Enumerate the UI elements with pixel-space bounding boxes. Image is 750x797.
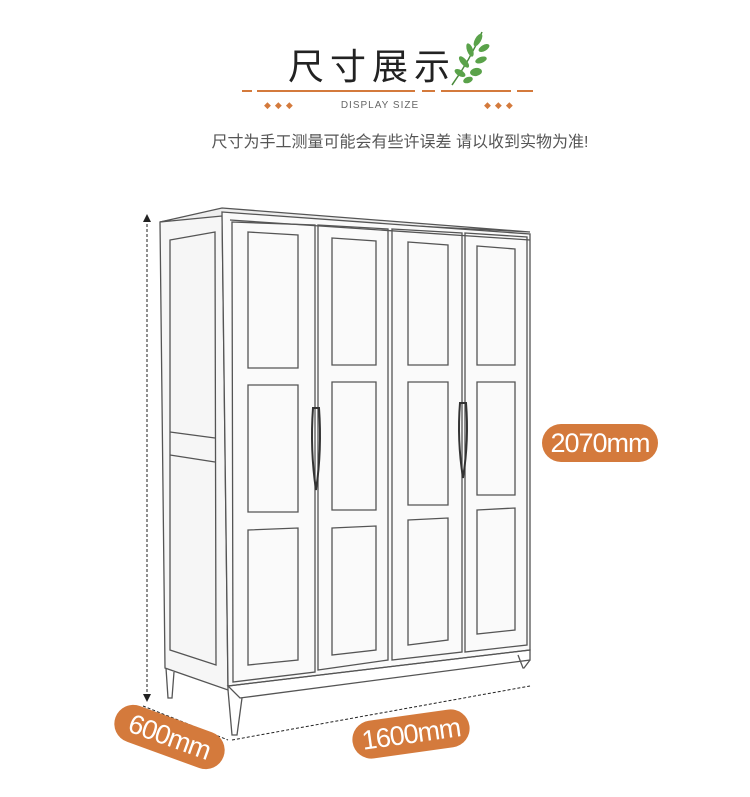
divider-line	[422, 90, 435, 92]
height-label: 2070mm	[542, 424, 658, 462]
divider-line	[517, 90, 533, 92]
decor-dots: ◆◆◆	[484, 100, 517, 110]
divider-line	[257, 90, 415, 92]
divider-line	[242, 90, 252, 92]
divider-line	[441, 90, 511, 92]
disclaimer-note: 尺寸为手工测量可能会有些许误差 请以收到实物为准!	[211, 134, 589, 151]
page-title: 尺寸展示	[288, 47, 457, 88]
subtitle: DISPLAY SIZE	[340, 100, 420, 111]
decor-dots: ◆◆◆	[264, 100, 297, 110]
